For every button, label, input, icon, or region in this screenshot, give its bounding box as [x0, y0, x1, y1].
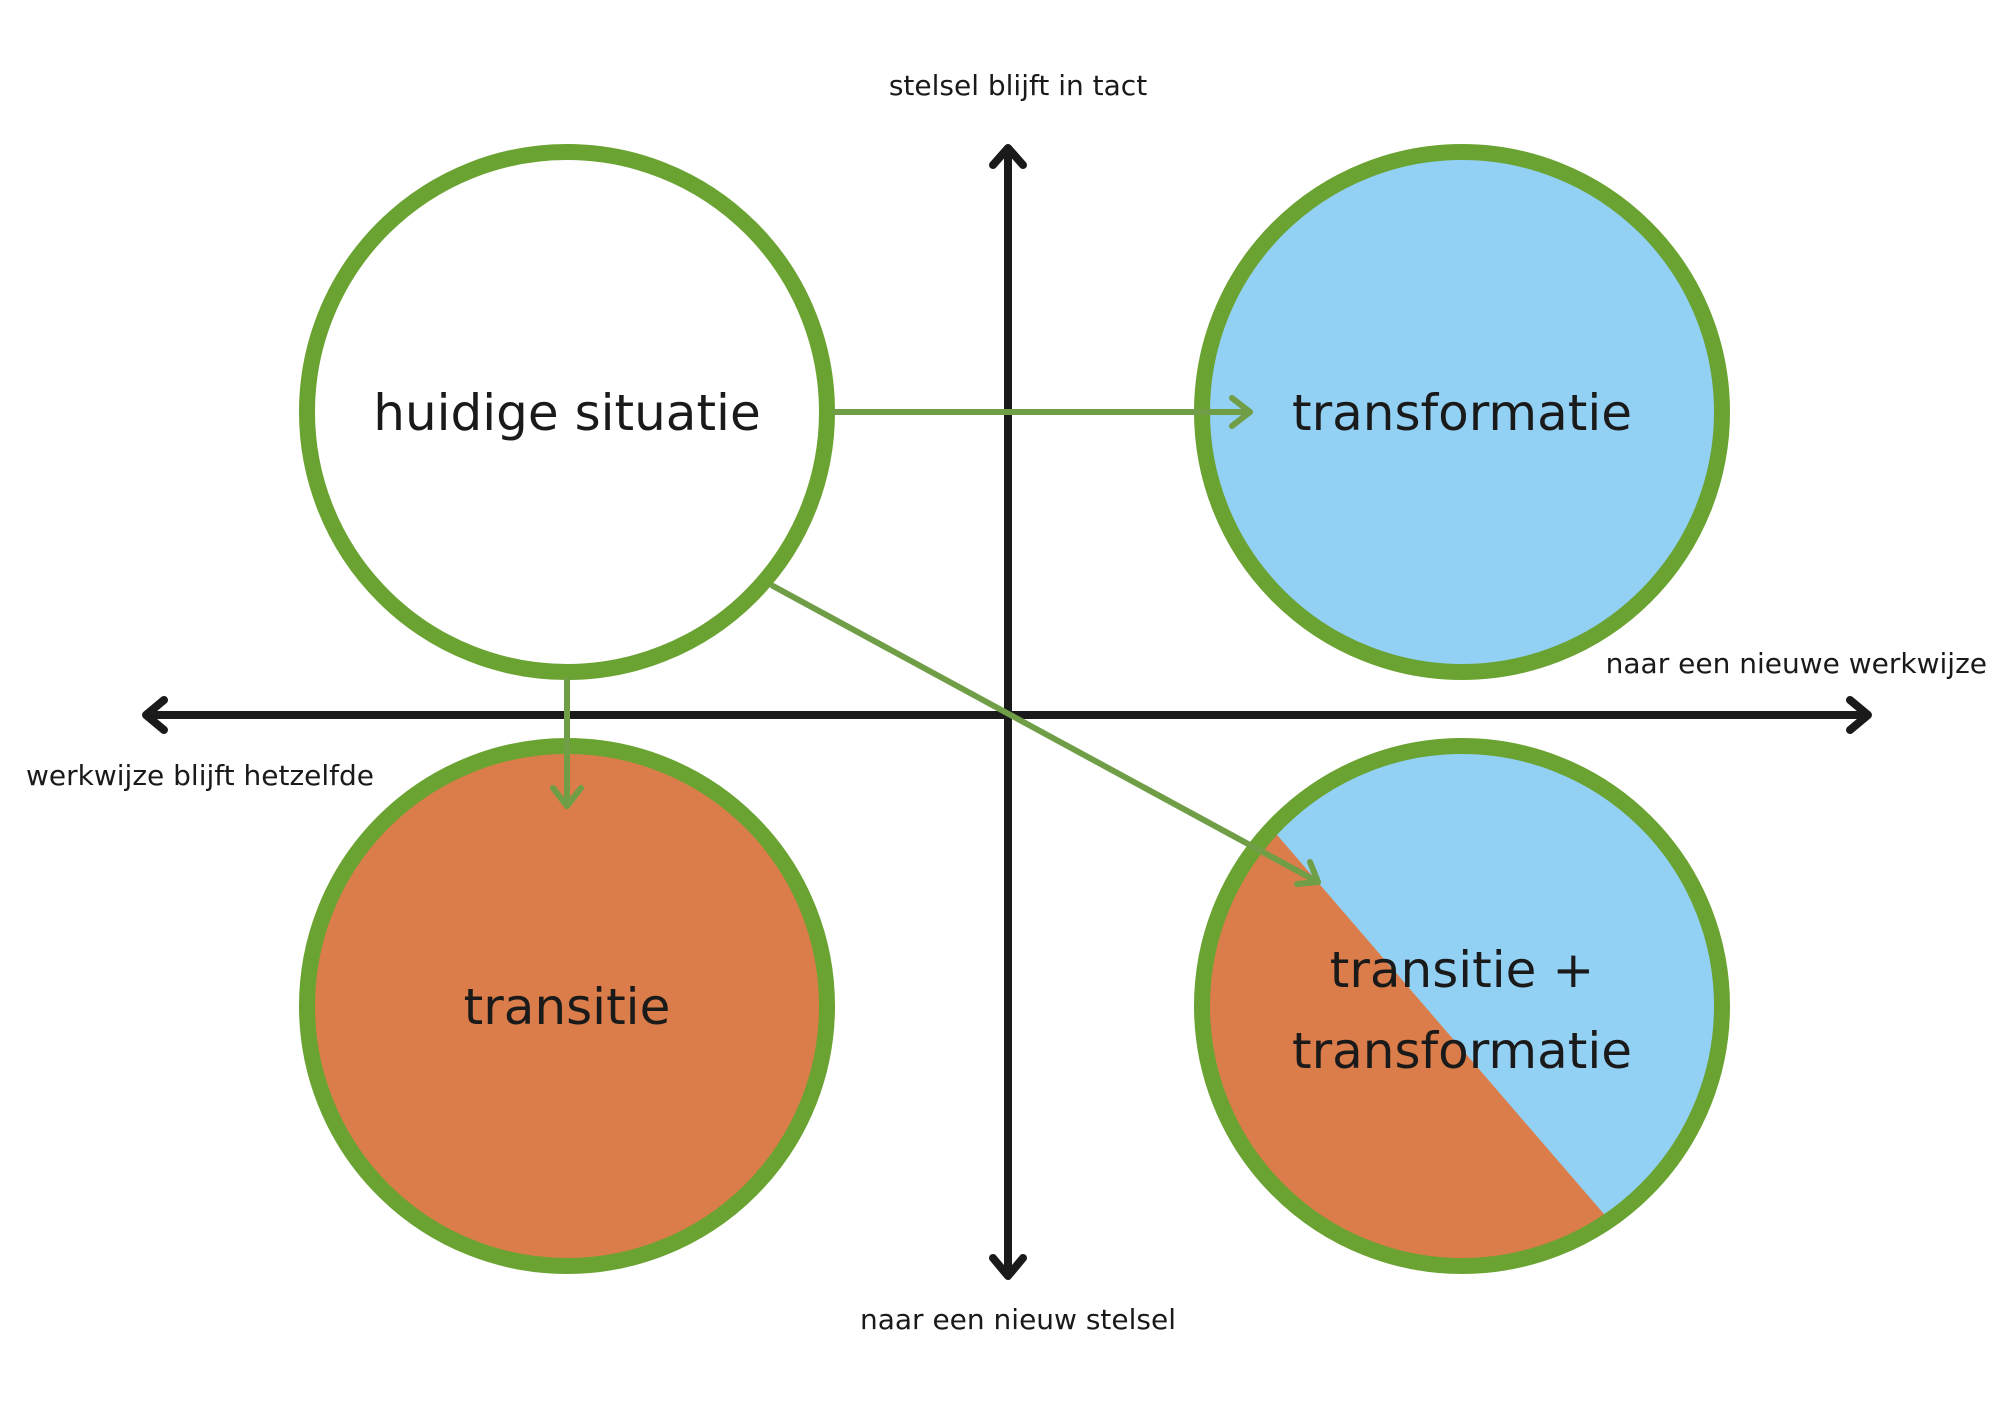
label-combined-line2: transformatie — [1292, 1022, 1632, 1080]
axis-label-left: werkwijze blijft hetzelfde — [26, 759, 374, 792]
label-transformation: transformatie — [1292, 384, 1632, 442]
node-combined — [1194, 738, 1730, 1274]
label-current-situation: huidige situatie — [373, 384, 760, 442]
connector-arrowhead-right — [1229, 395, 1253, 429]
connector-arrowhead-diagonal — [1294, 859, 1321, 887]
axis-label-right: naar een nieuwe werkwijze — [1606, 647, 1987, 680]
axis-label-top: stelsel blijft in tact — [889, 69, 1147, 102]
axis-label-bottom: naar een nieuw stelsel — [860, 1303, 1176, 1336]
connectors — [550, 395, 1321, 887]
label-combined-line1: transitie + — [1330, 941, 1594, 999]
axis-arrowhead-up — [989, 144, 1027, 169]
axis-arrowhead-right — [1846, 696, 1872, 734]
axis-arrowhead-down — [989, 1254, 1027, 1280]
combined-fill-blue — [1202, 746, 1722, 1266]
node-current-situation — [299, 144, 835, 680]
axis-arrowhead-left — [142, 696, 168, 734]
combined-ring — [1194, 738, 1730, 1274]
connector-to-combined — [770, 583, 1321, 885]
connector-arrowhead-down — [550, 785, 584, 809]
label-transition: transitie — [464, 978, 671, 1036]
